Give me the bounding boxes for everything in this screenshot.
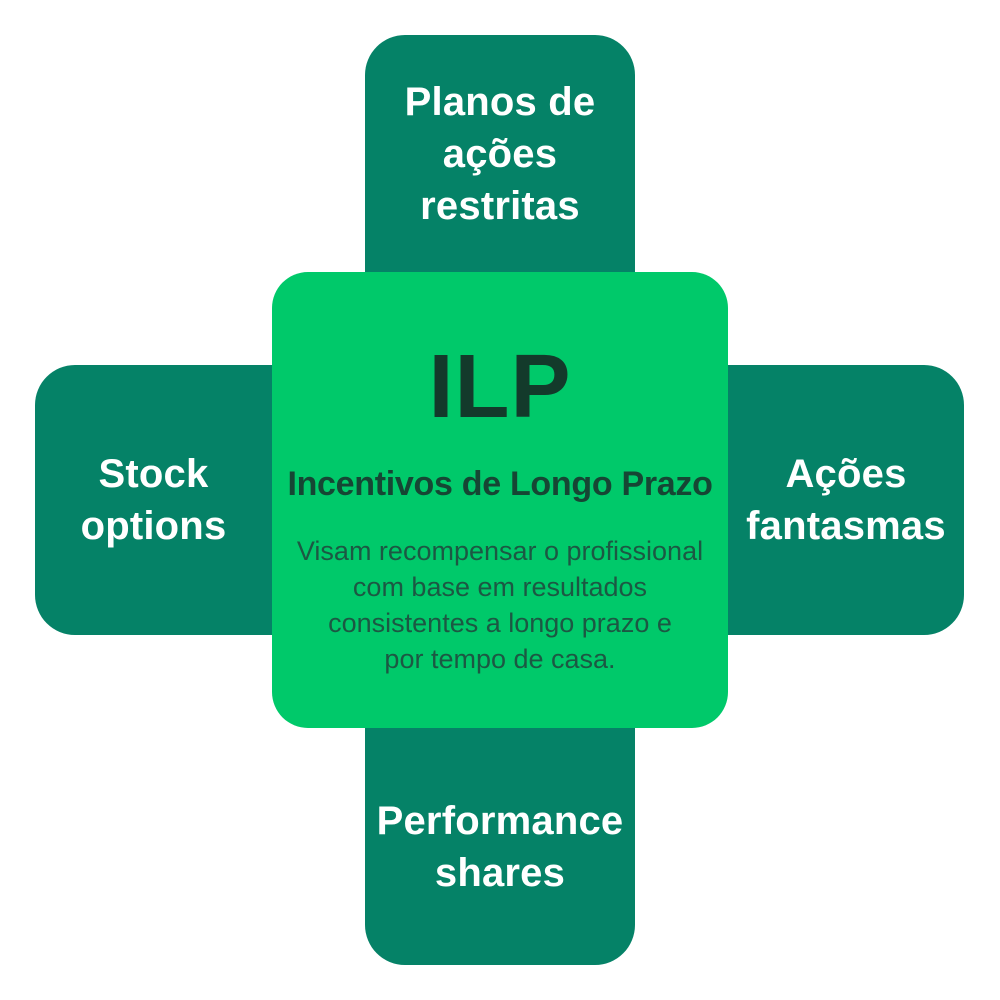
arm-label-performance-shares: Performance shares bbox=[376, 798, 624, 895]
arm-label-acoes-fantasmas: Ações fantasmas bbox=[746, 452, 946, 548]
arm-label-planos-acoes-restritas: Planos de ações restritas bbox=[404, 79, 596, 228]
center-card-ilp: ILP Incentivos de Longo Prazo Visam reco… bbox=[272, 272, 728, 728]
center-description: Visam recompensar o profissional com bas… bbox=[296, 535, 704, 674]
center-subtitle: Incentivos de Longo Prazo bbox=[287, 465, 713, 504]
center-title: ILP bbox=[428, 337, 572, 438]
arm-label-stock-options: Stock options bbox=[80, 452, 227, 548]
